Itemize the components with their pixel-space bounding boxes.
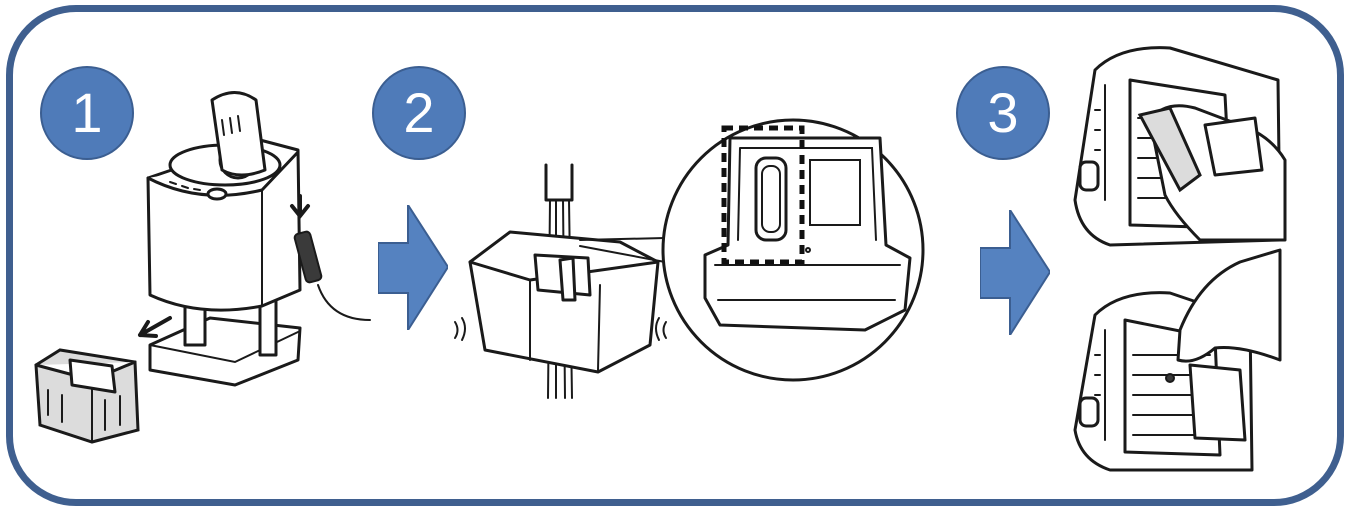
arrow-right-icon (378, 205, 448, 330)
step-3-number: 3 (987, 81, 1019, 144)
arrow-right-icon (980, 210, 1050, 335)
dashed-highlight-box (721, 125, 805, 265)
step-2-number: 2 (403, 81, 435, 144)
step-2-badge: 2 (372, 66, 466, 160)
step-1-number: 1 (71, 81, 103, 144)
step-3-badge: 3 (956, 66, 1050, 160)
step-1-badge: 1 (40, 66, 134, 160)
